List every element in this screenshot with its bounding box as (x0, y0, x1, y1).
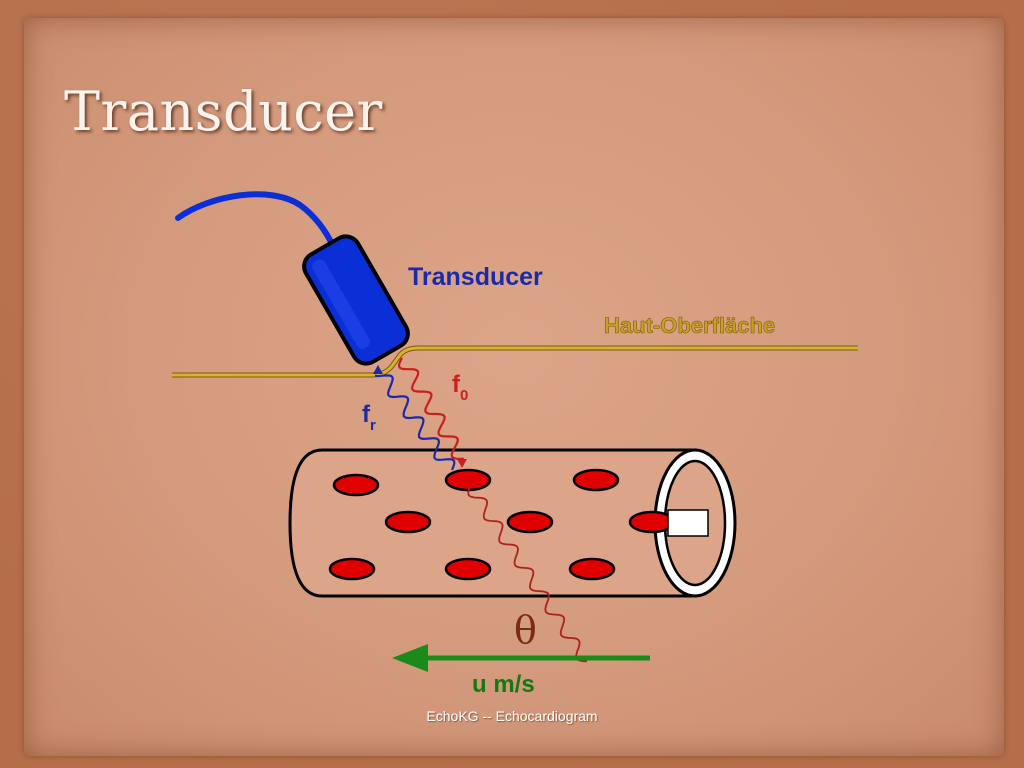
reflected-wave-fr (374, 374, 456, 471)
emitted-wave-f0 (398, 357, 464, 460)
blood-cell (328, 557, 376, 581)
slide-footer: EchoKG -- Echocardiogram (426, 708, 598, 724)
blood-cell (444, 468, 492, 492)
fr-subscript: r (370, 417, 376, 434)
skin-surface-label: Haut-Oberfläche (604, 313, 775, 338)
blood-cell (332, 473, 380, 497)
blood-cell (506, 510, 554, 534)
blood-cell (444, 557, 492, 581)
slide-title: Transducer (64, 80, 383, 143)
fr-arrowhead (373, 365, 383, 374)
blood-cell (384, 510, 432, 534)
blood-cell (572, 468, 620, 492)
blood-cell (568, 557, 616, 581)
f0-subscript: 0 (460, 387, 468, 404)
angle-theta-label: θ (514, 608, 537, 652)
f0-letter: f (452, 371, 461, 398)
parchment-panel (24, 18, 1004, 756)
fr-letter: f (362, 401, 371, 428)
flow-velocity-label: u m/s (472, 671, 535, 698)
transducer-label: Transducer (408, 263, 543, 291)
vessel-opening (667, 509, 709, 537)
f0-label: f0 (452, 371, 468, 404)
transducer-probe (302, 234, 410, 366)
fr-label: fr (362, 401, 376, 434)
f0-arrowhead (457, 459, 467, 468)
transmitted-wave (467, 485, 587, 663)
transducer-cable (175, 191, 337, 251)
flow-direction-arrow (392, 644, 650, 672)
skin-surface-line (172, 345, 858, 378)
